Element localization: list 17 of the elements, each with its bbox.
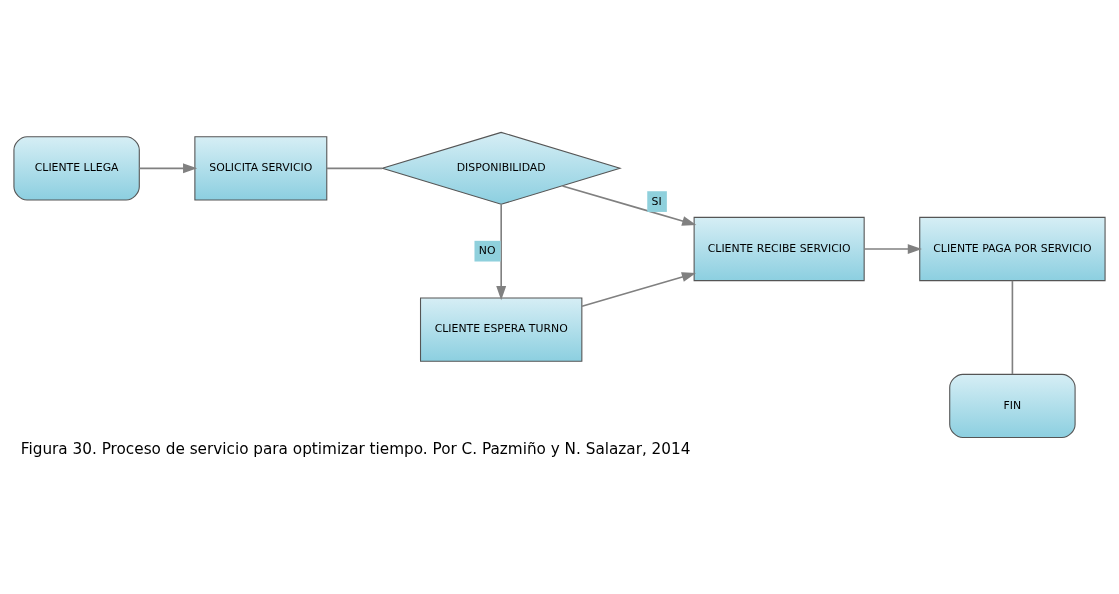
edge-label: NO [478,243,496,257]
arrow [138,162,198,173]
caption: Figura 30. Proceso de servicio para optimizar tiempo. Por C. Pazmiño y N. Salazar, 2014 [20,439,691,458]
node-box: SOLICITA SERVICIO [194,135,328,200]
arrow [496,203,507,300]
edge-label: SI [651,194,662,208]
connector [1011,279,1014,375]
arrow [561,184,697,226]
connector [326,167,383,169]
node-box: CLIENTE PAGA POR SERVICIO [919,216,1106,281]
node-diamond: DISPONIBILIDAD [380,131,622,205]
node-box: CLIENTE RECIBE SERVICIO [693,216,865,281]
node-box: CLIENTE ESPERA TURNO [419,297,583,362]
arrow [863,243,922,254]
node-box: CLIENTE LLEGA [13,135,140,200]
node-box: FIN [949,373,1076,438]
arrow [581,271,697,307]
